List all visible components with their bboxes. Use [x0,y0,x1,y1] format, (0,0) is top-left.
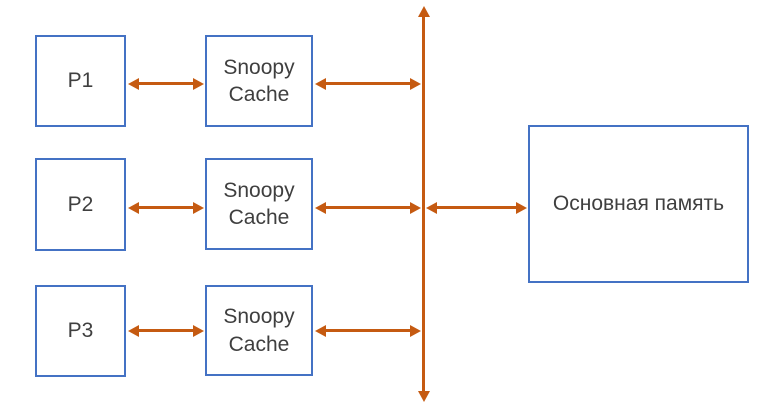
arrow-cache1-bus [315,77,421,90]
arrow-cache2-bus [315,201,421,214]
arrow-cache3-bus [315,324,421,337]
main-memory-label: Основная память [552,192,725,216]
snoopy-cache-box-3: Snoopy Cache [205,285,313,376]
shared-bus-line [417,6,430,402]
arrow-p3-cache3 [128,324,204,337]
cache-label: Snoopy Cache [223,55,295,106]
arrow-p2-cache2 [128,201,204,214]
cache-label: Snoopy Cache [223,305,295,356]
processor-box-p3: P3 [35,285,126,377]
snoopy-cache-box-2: Snoopy Cache [205,158,313,250]
snoopy-cache-box-1: Snoopy Cache [205,35,313,127]
processor-box-p1: P1 [35,35,126,127]
main-memory-box: Основная память [528,125,749,283]
processor-label: P2 [67,192,94,216]
processor-box-p2: P2 [35,158,126,251]
cache-label: Snoopy Cache [223,178,295,229]
processor-label: P1 [67,69,94,93]
arrow-bus-memory [426,201,527,214]
processor-label: P3 [67,319,94,343]
arrow-p1-cache1 [128,77,204,90]
